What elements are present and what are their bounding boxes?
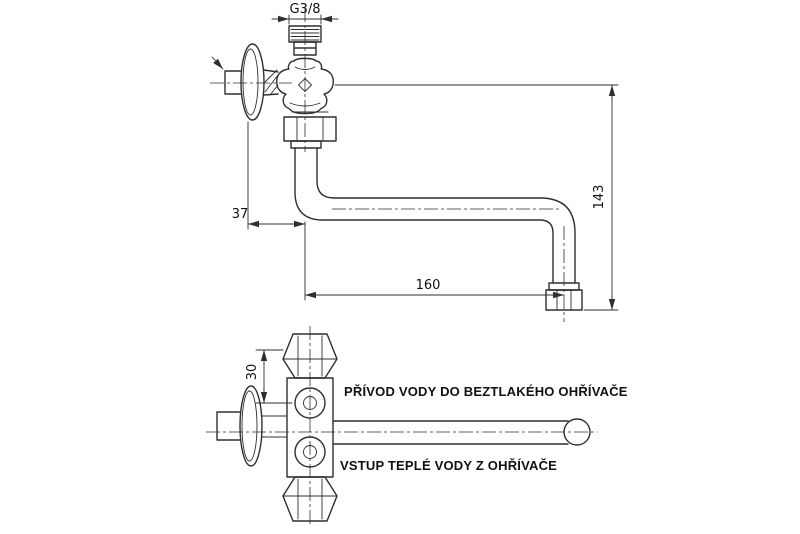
spout-outer-wall-2 — [539, 197, 576, 284]
outlet-annotation: VSTUP TEPLÉ VODY Z OHŘÍVAČE — [340, 458, 557, 473]
flange-body-junction — [261, 415, 288, 438]
top-thread-connector — [288, 25, 322, 43]
wall-flange-top-view-inner — [241, 390, 258, 462]
reach-dimension-label: 160 — [416, 278, 441, 293]
wall-flange — [240, 43, 265, 121]
spout-outer-wall-1 — [294, 147, 541, 221]
inlet-port-inner — [303, 396, 317, 410]
handle-upper-facets — [282, 335, 338, 377]
handwheel — [276, 57, 334, 115]
height-dimension-label: 143 — [592, 185, 607, 210]
outlet-port-outer — [294, 436, 326, 468]
outlet-pipe-end — [563, 418, 591, 446]
valve-nut — [283, 116, 337, 142]
handle-lower-facets — [282, 478, 338, 520]
spout-inner-wall-1 — [316, 147, 541, 199]
offset-dimension-label: 37 — [232, 207, 249, 222]
spacing-dimension-label: 30 — [245, 364, 260, 381]
inlet-port-outer — [294, 387, 326, 419]
top-view: 30 PŘÍVOD VODY DO BEZTLAKÉHO OHŘÍVAČE VS… — [206, 326, 628, 526]
wall-flange-top-view — [239, 385, 263, 467]
wall-flange-inner-edge — [242, 48, 259, 116]
wall-stem — [224, 70, 242, 95]
spout-end-nut — [545, 289, 583, 311]
stem-leader-arrow — [211, 56, 224, 70]
connector-neck — [293, 41, 317, 56]
spout-collar — [290, 140, 322, 149]
inlet-annotation: PŘÍVOD VODY DO BEZTLAKÉHO OHŘÍVAČE — [344, 384, 628, 399]
spout-inner-wall-2 — [539, 219, 554, 284]
handwheel-detail-lines — [289, 66, 321, 107]
front-view: 37 160 143 G3/8 — [210, 2, 619, 322]
thread-lines — [290, 29, 320, 41]
handwheel-spindle — [297, 77, 313, 93]
valve-body — [286, 377, 334, 478]
offset-dimension-extension-lines — [247, 121, 306, 301]
valve-nut-facets — [296, 116, 324, 142]
wall-stem-top-view — [216, 411, 241, 441]
junction-hatching — [264, 69, 279, 96]
spacing-dimension-extension-lines — [255, 349, 293, 404]
thread-dimension-label: G3/8 — [290, 2, 321, 17]
outlet-port-inner — [303, 445, 317, 459]
